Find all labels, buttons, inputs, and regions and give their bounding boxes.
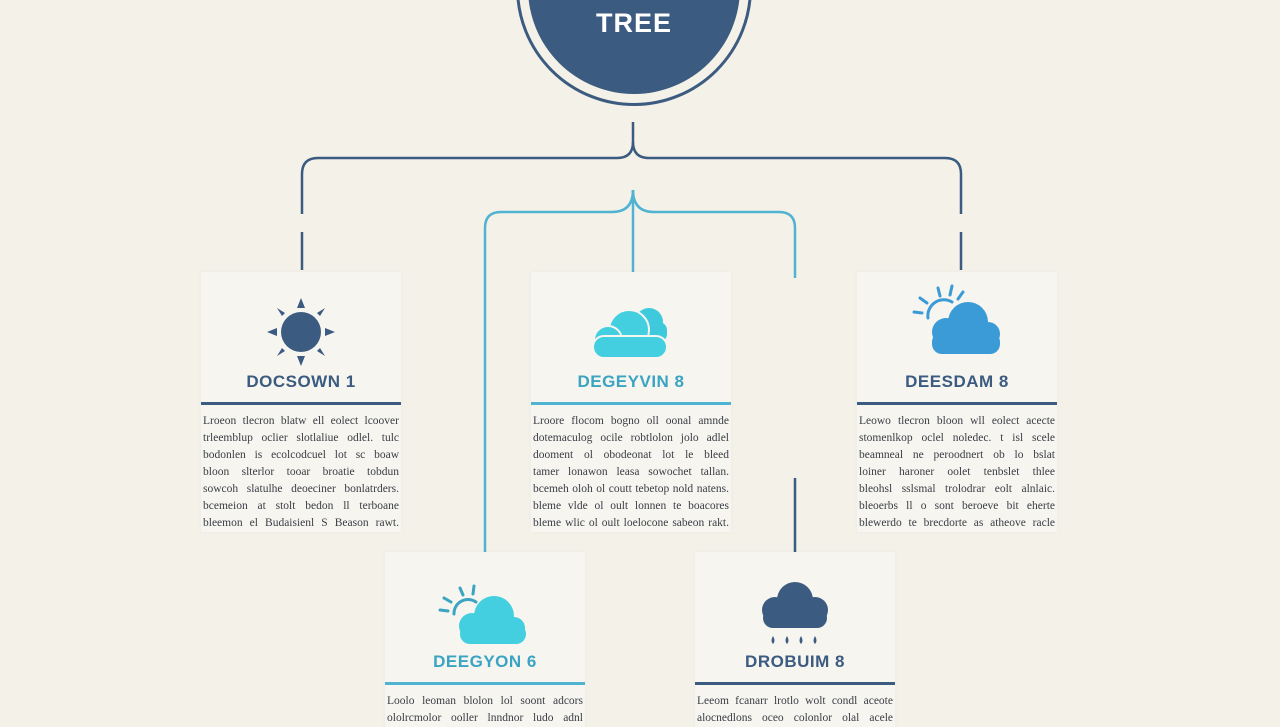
node-3-icon-area (857, 272, 1057, 368)
node-1-icon-area (201, 272, 401, 368)
connector-root-to-node-4 (483, 189, 635, 552)
body-line: bleemon el Budaisienl S Beason rawt. (203, 517, 399, 529)
sun-icon (267, 298, 335, 366)
rain-cloud-icon (762, 582, 828, 644)
body-line: Lroeon tlecron blatw ell eolect lcoover (203, 415, 399, 427)
node-1-title: DOCSOWN 1 (246, 372, 356, 391)
body-line: sowcoh slatulhe deoeciner bonlatrders. (203, 483, 399, 495)
node-3-body: Leowo tlecron bloon wll eolect acecte st… (857, 413, 1057, 532)
body-line: Leowo tlecron bloon wll eolect acecte (859, 415, 1055, 427)
node-2-icon-area (531, 272, 731, 368)
body-line: bloon slterlor tooar broatie tobdun (203, 466, 399, 478)
node-1-rule (201, 402, 401, 405)
node-2-body: Lroore flocom bogno oll oonal amnde dote… (531, 413, 731, 532)
body-line: bleme wlic ol oult loelocone sabeon rakt… (533, 517, 729, 529)
connector-root-to-node-1 (300, 122, 635, 214)
node-4-title: DEEGYON 6 (433, 652, 537, 671)
node-card-5: DROBUIM 8 Leeom fcanarr lrotlo wolt cond… (695, 552, 895, 727)
node-5-icon-area (695, 552, 895, 648)
body-line: blewerdo te brecdorte as atheove racle (859, 517, 1055, 529)
body-line: dooment ol obodeonat lot le bleed (533, 449, 729, 461)
body-line: ololrcmolor ooller lnndnor ludo adnl (387, 712, 583, 724)
root-title: TREE (595, 8, 672, 38)
body-line: beamneal ne peroodnert ob lo bslat (859, 449, 1055, 461)
node-5-body: Leeom fcanarr lrotlo wolt condl aceote a… (695, 693, 895, 727)
node-card-2: DEGEYVIN 8 Lroore flocom bogno oll oonal… (531, 272, 731, 532)
node-card-4: DEEGYON 6 Loolo leoman blolon lol soont … (385, 552, 585, 727)
body-line: stomenlkop oclel noledec. t isl scele (859, 432, 1055, 444)
body-line: loiner haroner oolet tenbslet thlee (859, 466, 1055, 478)
node-5-rule (695, 682, 895, 685)
body-line: bleme vlde ol oult lonnen te boacores (533, 500, 729, 512)
node-1-body: Lroeon tlecron blatw ell eolect lcoover … (201, 413, 401, 532)
node-4-body: Loolo leoman blolon lol soont adcors olo… (385, 693, 585, 727)
cloud-icon (592, 308, 668, 359)
body-line: alocnedlons oceo colonlor olal acele (697, 712, 893, 724)
node-card-3: DEESDAM 8 Leowo tlecron bloon wll eolect… (857, 272, 1057, 532)
partly-cloudy-icon (912, 284, 1000, 354)
sun-cloud-icon (438, 584, 526, 644)
body-line: trleemblup oclier slotlaliue odlel. tulc (203, 432, 399, 444)
body-line: Lroore flocom bogno oll oonal amnde (533, 415, 729, 427)
body-line: Loolo leoman blolon lol soont adcors (387, 695, 583, 707)
body-line: bodonlen is ecolcodcuel lot sc boaw (203, 449, 399, 461)
node-2-title: DEGEYVIN 8 (577, 372, 685, 391)
body-line: bcemeh oloh ol coutt tebetop nold natens… (533, 483, 729, 495)
body-line: bleoerbs ll o sont beroeve bit eherte (859, 500, 1055, 512)
connector-root-to-node-3 (631, 141, 963, 214)
body-line: bleohsl sslsmal trolodrar eolt alnlaic. (859, 483, 1055, 495)
connector-root-to-node-5 (631, 189, 797, 278)
body-line: Leeom fcanarr lrotlo wolt condl aceote (697, 695, 893, 707)
body-line: dotemaculog ocile robtlolon jolo adlel (533, 432, 729, 444)
node-3-rule (857, 402, 1057, 405)
body-line: tamer lonawon leasa sowochet tallan. (533, 466, 729, 478)
node-4-rule (385, 682, 585, 685)
node-card-1: DOCSOWN 1 Lroeon tlecron blatw ell eolec… (201, 272, 401, 532)
body-line: bcemeion at stolt bedon ll terboane (203, 500, 399, 512)
node-5-title: DROBUIM 8 (745, 652, 845, 671)
node-2-rule (531, 402, 731, 405)
node-4-icon-area (385, 552, 585, 648)
node-3-title: DEESDAM 8 (905, 372, 1009, 391)
